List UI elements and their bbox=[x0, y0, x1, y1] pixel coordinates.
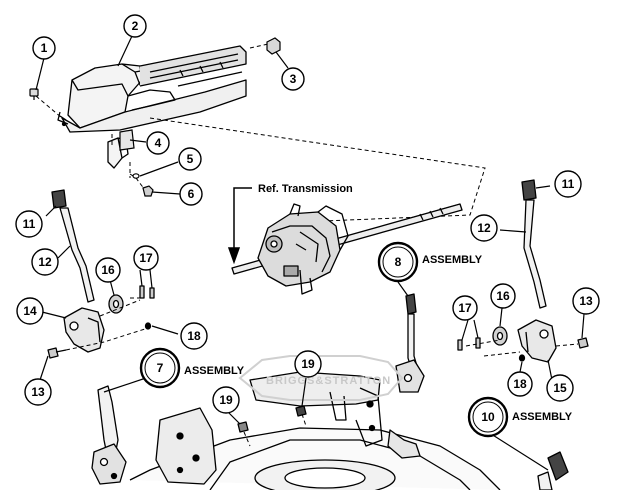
deck-guide-lines bbox=[243, 413, 307, 447]
callout-3: 3 bbox=[281, 67, 305, 91]
reference-arrow bbox=[227, 187, 252, 265]
callout-17-right: 17 bbox=[452, 295, 478, 321]
svg-text:12: 12 bbox=[38, 255, 52, 269]
watermark-logo: BRIGGS&STRATTON bbox=[238, 355, 404, 401]
svg-text:11: 11 bbox=[23, 217, 36, 231]
callout-13-right: 13 bbox=[572, 287, 600, 315]
bolt-part bbox=[29, 88, 39, 100]
callout-17-left: 17 bbox=[133, 245, 159, 271]
callout-5: 5 bbox=[178, 147, 202, 171]
callout-12-right: 12 bbox=[470, 214, 498, 242]
svg-text:6: 6 bbox=[188, 187, 195, 201]
assembly-8-label: ASSEMBLY bbox=[422, 254, 483, 266]
svg-text:4: 4 bbox=[155, 136, 162, 150]
svg-text:17: 17 bbox=[139, 251, 153, 265]
assembly-10-label: ASSEMBLY bbox=[512, 411, 573, 423]
svg-text:7: 7 bbox=[157, 361, 164, 375]
callout-19-center: 19 bbox=[294, 350, 322, 378]
svg-text:16: 16 bbox=[496, 289, 510, 303]
svg-text:10: 10 bbox=[481, 410, 495, 424]
callout-14: 14 bbox=[16, 297, 44, 325]
svg-text:19: 19 bbox=[301, 357, 315, 371]
callout-8: 8 bbox=[377, 241, 419, 283]
svg-text:15: 15 bbox=[553, 381, 567, 395]
callout-18-right: 18 bbox=[507, 371, 533, 397]
callout-4: 4 bbox=[146, 131, 170, 155]
svg-text:13: 13 bbox=[579, 294, 593, 308]
right-guide-lines bbox=[465, 339, 579, 357]
svg-text:8: 8 bbox=[395, 255, 402, 269]
callout-16-right: 16 bbox=[490, 283, 516, 309]
svg-text:17: 17 bbox=[458, 301, 472, 315]
callout-11-left: 11 bbox=[15, 210, 43, 238]
svg-text:5: 5 bbox=[187, 152, 194, 166]
svg-text:18: 18 bbox=[513, 377, 527, 391]
svg-text:13: 13 bbox=[31, 385, 45, 399]
svg-text:2: 2 bbox=[132, 19, 139, 33]
svg-text:16: 16 bbox=[101, 263, 115, 277]
left-guide-lines bbox=[65, 297, 149, 351]
svg-text:14: 14 bbox=[23, 304, 37, 318]
svg-text:3: 3 bbox=[290, 72, 297, 86]
callout-11-right: 11 bbox=[554, 170, 582, 198]
right-lever-group bbox=[457, 179, 589, 363]
nut-part bbox=[266, 37, 281, 55]
svg-text:18: 18 bbox=[187, 329, 201, 343]
leader-lines bbox=[35, 35, 585, 471]
callout-2: 2 bbox=[123, 14, 147, 38]
callout-12-left: 12 bbox=[31, 248, 59, 276]
callout-15: 15 bbox=[546, 374, 574, 402]
shift-bracket-group bbox=[57, 45, 247, 169]
transmission-group bbox=[231, 203, 463, 295]
callout-19-left: 19 bbox=[212, 386, 240, 414]
callout-16-left: 16 bbox=[95, 257, 121, 283]
callout-7: 7 bbox=[139, 347, 181, 389]
ref-transmission-label: Ref. Transmission bbox=[258, 183, 353, 195]
callout-10: 10 bbox=[467, 396, 509, 438]
callout-6: 6 bbox=[179, 182, 203, 206]
spacer-part bbox=[119, 129, 135, 151]
watermark-text: BRIGGS&STRATTON bbox=[266, 375, 391, 387]
svg-text:1: 1 bbox=[41, 41, 48, 55]
left-lever-group bbox=[47, 189, 155, 359]
svg-text:11: 11 bbox=[562, 177, 575, 191]
svg-text:12: 12 bbox=[477, 221, 491, 235]
assembly-7-label: ASSEMBLY bbox=[184, 365, 245, 377]
callout-13-left: 13 bbox=[24, 378, 52, 406]
svg-text:19: 19 bbox=[219, 393, 233, 407]
washer-part bbox=[132, 173, 154, 197]
callout-18-left: 18 bbox=[180, 322, 208, 350]
deck-group bbox=[91, 293, 569, 490]
callout-1: 1 bbox=[32, 36, 56, 60]
